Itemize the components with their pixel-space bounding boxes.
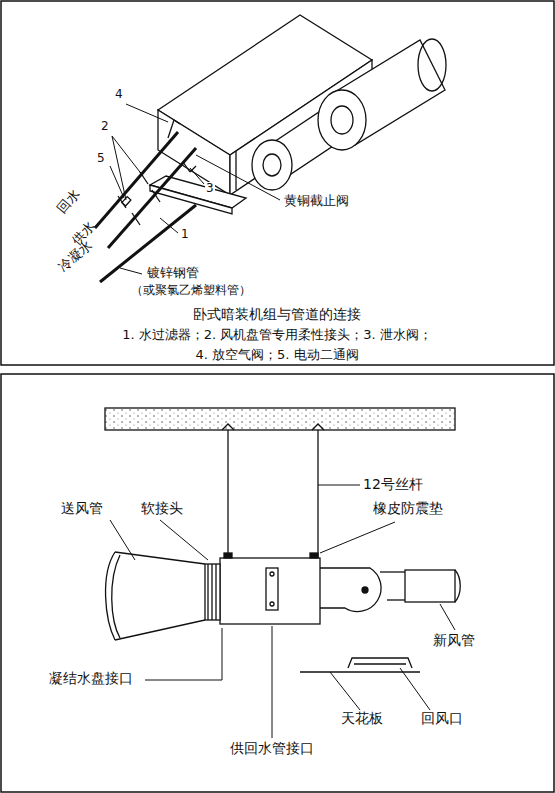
part-name: 镀锌钢管	[146, 266, 200, 281]
part-name: 橡皮防震垫	[372, 500, 444, 516]
part-name: 送风管	[60, 500, 104, 516]
callout-number: 5	[96, 152, 106, 166]
part-name: 供回水管接口	[229, 740, 315, 756]
callout-number: 4	[114, 88, 124, 102]
part-name: 软接头	[140, 500, 184, 516]
part-name: 12号丝杆	[362, 476, 424, 492]
callout-number: 3	[205, 182, 215, 196]
figure-caption: 卧式暗装机组与管道的连接	[192, 306, 362, 322]
part-name: （或聚氯乙烯塑料管）	[130, 284, 252, 298]
legend-note: 1. 水过滤器；2. 风机盘管专用柔性接头；3. 泄水阀；	[121, 328, 433, 343]
callout-number: 1	[180, 228, 190, 242]
legend-note: 4. 放空气阀；5. 电动二通阀	[194, 348, 359, 363]
pipe-label: 回水	[54, 186, 83, 217]
part-name: 黄铜截止阀	[283, 194, 350, 209]
callout-number: 2	[100, 120, 110, 134]
part-name: 凝结水盘接口	[48, 670, 134, 686]
part-name: 天花板	[340, 710, 384, 726]
part-name: 新风管	[432, 632, 476, 648]
part-name: 回风口	[420, 710, 464, 726]
